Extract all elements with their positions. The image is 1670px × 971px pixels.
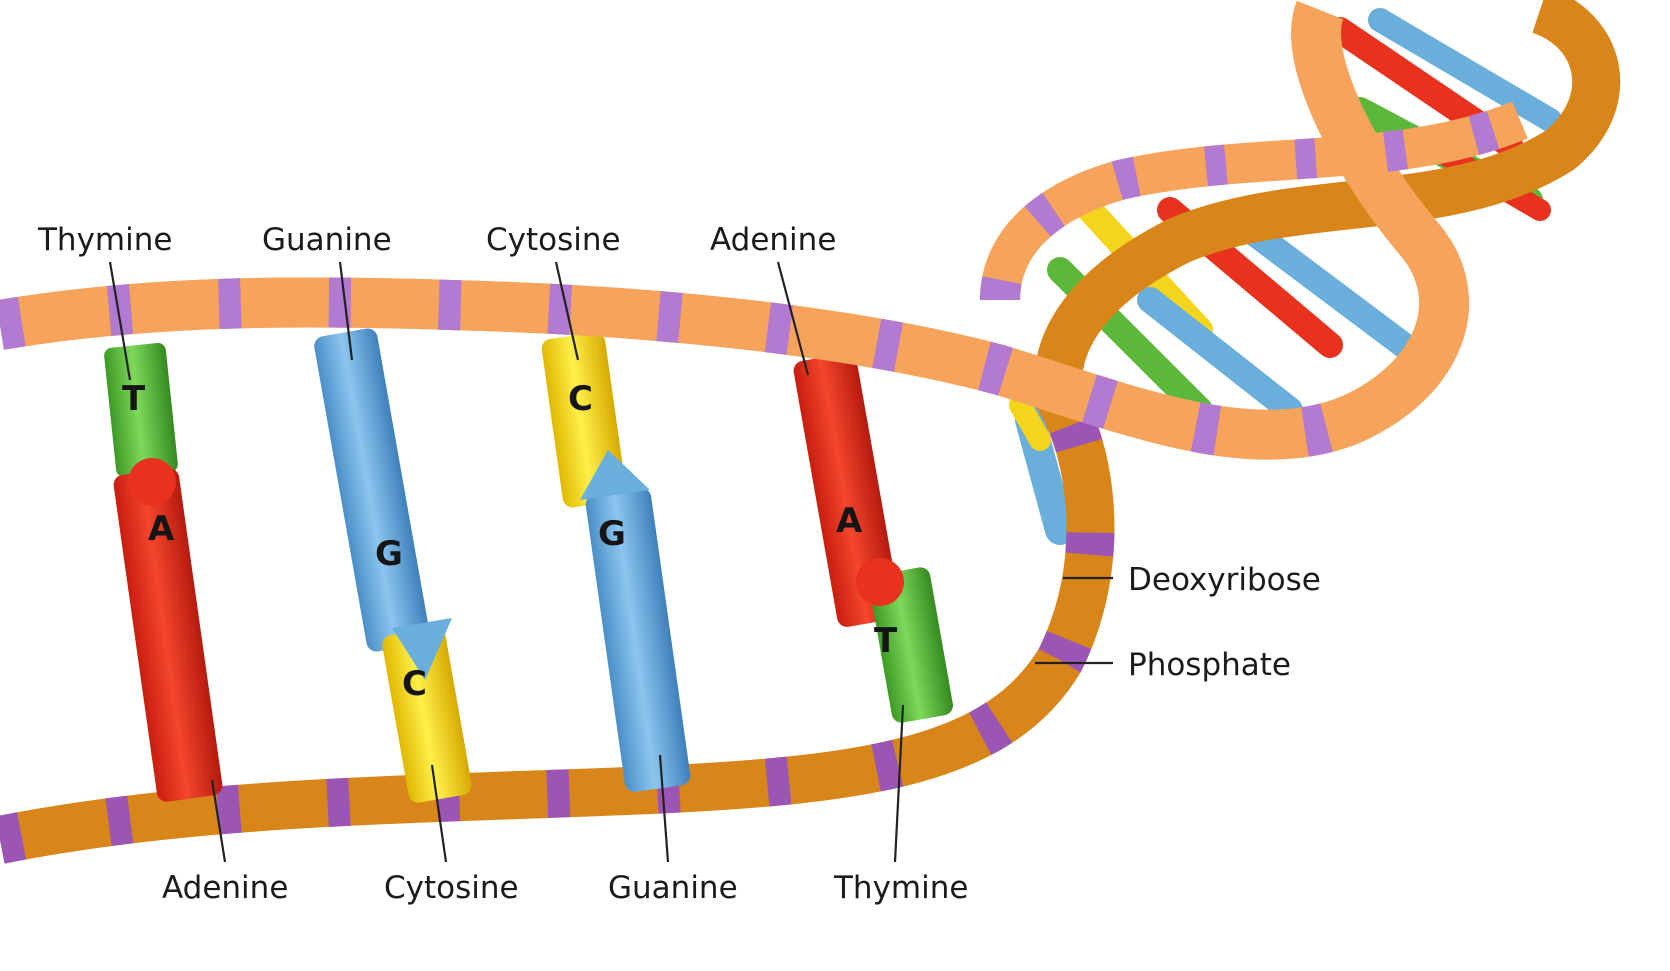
label-deoxyribose: Deoxyribose bbox=[1128, 562, 1321, 598]
label-adenine-top: Adenine bbox=[710, 222, 836, 258]
base-letter: T bbox=[874, 621, 898, 661]
base-letter: C bbox=[568, 379, 593, 419]
base-pair-4 bbox=[792, 351, 955, 724]
base-letter: G bbox=[598, 514, 626, 554]
bottom-labels: Adenine Cytosine Guanine Thymine bbox=[162, 870, 968, 906]
base-letter: G bbox=[375, 534, 403, 574]
base-pair-3 bbox=[540, 331, 691, 793]
label-cytosine-bottom: Cytosine bbox=[384, 870, 519, 906]
base-letter: A bbox=[836, 501, 863, 541]
label-phosphate: Phosphate bbox=[1128, 647, 1291, 683]
label-cytosine-top: Cytosine bbox=[486, 222, 621, 258]
side-labels: Deoxyribose Phosphate bbox=[1128, 562, 1321, 683]
label-guanine-top: Guanine bbox=[262, 222, 392, 258]
label-thymine-bottom: Thymine bbox=[833, 870, 968, 906]
label-guanine-bottom: Guanine bbox=[608, 870, 738, 906]
base-letter: A bbox=[148, 509, 175, 549]
base-letter: C bbox=[402, 664, 427, 704]
base-letters: T A G C C G A T bbox=[122, 379, 898, 704]
label-thymine-top: Thymine bbox=[37, 222, 172, 258]
top-labels: Thymine Guanine Cytosine Adenine bbox=[37, 222, 836, 258]
guanine-base bbox=[313, 327, 432, 653]
base-letter: T bbox=[122, 379, 146, 419]
label-adenine-bottom: Adenine bbox=[162, 870, 288, 906]
